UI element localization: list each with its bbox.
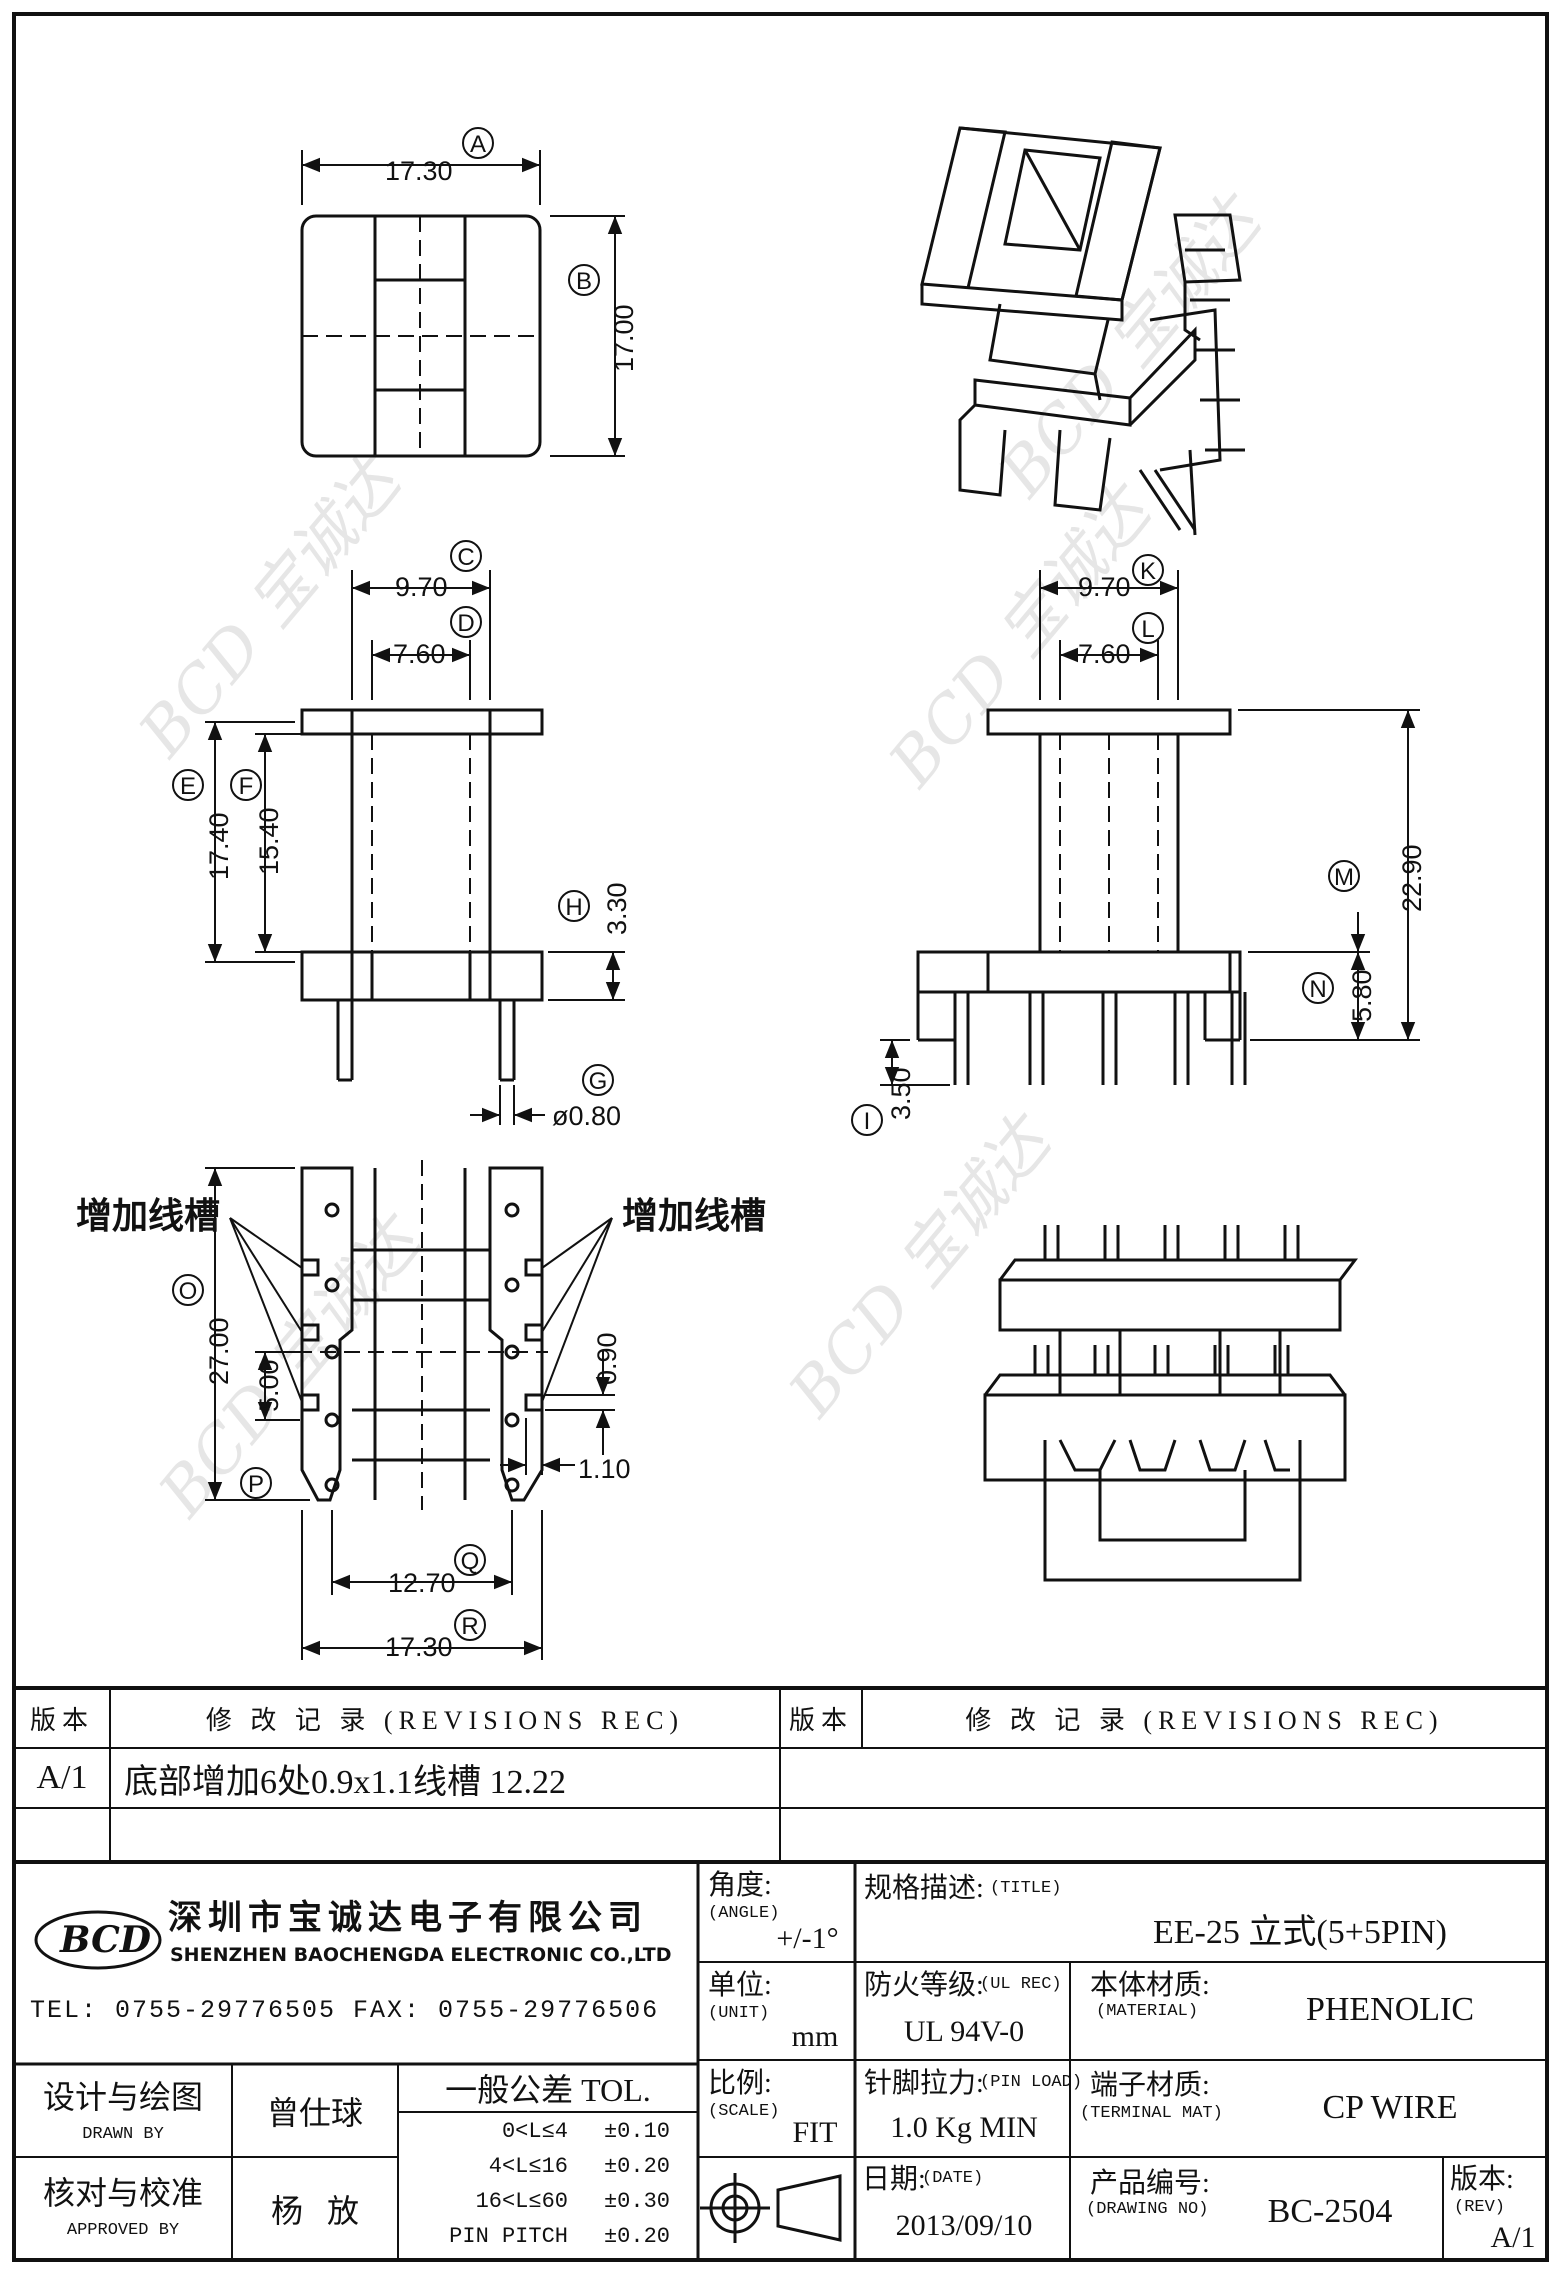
dim-value-C: 9.70 bbox=[395, 572, 448, 602]
svg-text:BCD: BCD bbox=[59, 1919, 151, 1961]
dim-letter-H: H bbox=[565, 894, 582, 921]
dim-letter-G: G bbox=[589, 1068, 608, 1095]
dim-value-R: 17.30 bbox=[385, 1632, 453, 1662]
watermark-2: BCD 宝诚达 bbox=[875, 471, 1169, 801]
dim-letter-L: L bbox=[1141, 616, 1154, 643]
dim-letter-D: D bbox=[457, 610, 474, 637]
dim-value-L: 7.60 bbox=[1078, 639, 1131, 669]
dim-value-F: 15.40 bbox=[254, 807, 284, 875]
dim-letter-M: M bbox=[1334, 864, 1354, 891]
isometric-view-top bbox=[920, 126, 1245, 536]
watermark-3: BCD 宝诚达 bbox=[775, 1101, 1069, 1431]
dim-value-M: 22.90 bbox=[1397, 844, 1427, 912]
dim-letter-P: P bbox=[248, 1471, 264, 1498]
watermark-5: BCD 宝诚达 bbox=[985, 181, 1279, 511]
front-view bbox=[300, 708, 544, 1082]
dim-value-G: ø0.80 bbox=[552, 1101, 621, 1131]
dim-letter-K: K bbox=[1140, 558, 1156, 585]
top-view bbox=[300, 214, 542, 458]
dim-letter-N: N bbox=[1309, 976, 1326, 1003]
dim-letter-F: F bbox=[239, 773, 254, 800]
dim-value-I: 3.50 bbox=[886, 1067, 916, 1120]
dim-value-K: 9.70 bbox=[1078, 572, 1131, 602]
dim-value-slot-h: 1.10 bbox=[578, 1454, 631, 1484]
isometric-view-bottom bbox=[983, 1225, 1358, 1582]
projection-symbol bbox=[700, 2173, 842, 2243]
bottom-view bbox=[296, 1160, 548, 1510]
annotation-added-slot-left: 增加线槽 bbox=[76, 1195, 220, 1236]
drawing-border bbox=[12, 12, 1549, 2262]
dim-letter-E: E bbox=[180, 773, 196, 800]
dim-letter-O: O bbox=[179, 1278, 198, 1305]
dim-value-P: 5.00 bbox=[254, 1359, 284, 1412]
dim-letter-B: B bbox=[576, 268, 592, 295]
dim-letter-R: R bbox=[461, 1613, 478, 1640]
dim-value-A: 17.30 bbox=[385, 156, 453, 186]
company-logo: BCD bbox=[34, 1910, 162, 1970]
dim-value-D: 7.60 bbox=[393, 639, 446, 669]
dim-value-O: 27.00 bbox=[204, 1317, 234, 1385]
dim-letter-C: C bbox=[457, 544, 474, 571]
dim-value-H: 3.30 bbox=[602, 882, 632, 935]
title-block-grid bbox=[14, 1686, 1547, 2260]
dim-value-slot-w: 0.90 bbox=[592, 1332, 622, 1385]
dim-letter-I: I bbox=[864, 1108, 871, 1135]
dim-value-B: 17.00 bbox=[609, 304, 639, 372]
dim-letter-Q: Q bbox=[461, 1548, 480, 1575]
annotation-added-slot-right: 增加线槽 bbox=[622, 1195, 766, 1236]
dim-value-N: 5.80 bbox=[1347, 969, 1377, 1022]
dim-value-Q: 12.70 bbox=[388, 1568, 456, 1598]
dim-letter-A: A bbox=[470, 131, 486, 158]
side-view bbox=[916, 708, 1247, 1085]
dim-value-E: 17.40 bbox=[204, 812, 234, 880]
